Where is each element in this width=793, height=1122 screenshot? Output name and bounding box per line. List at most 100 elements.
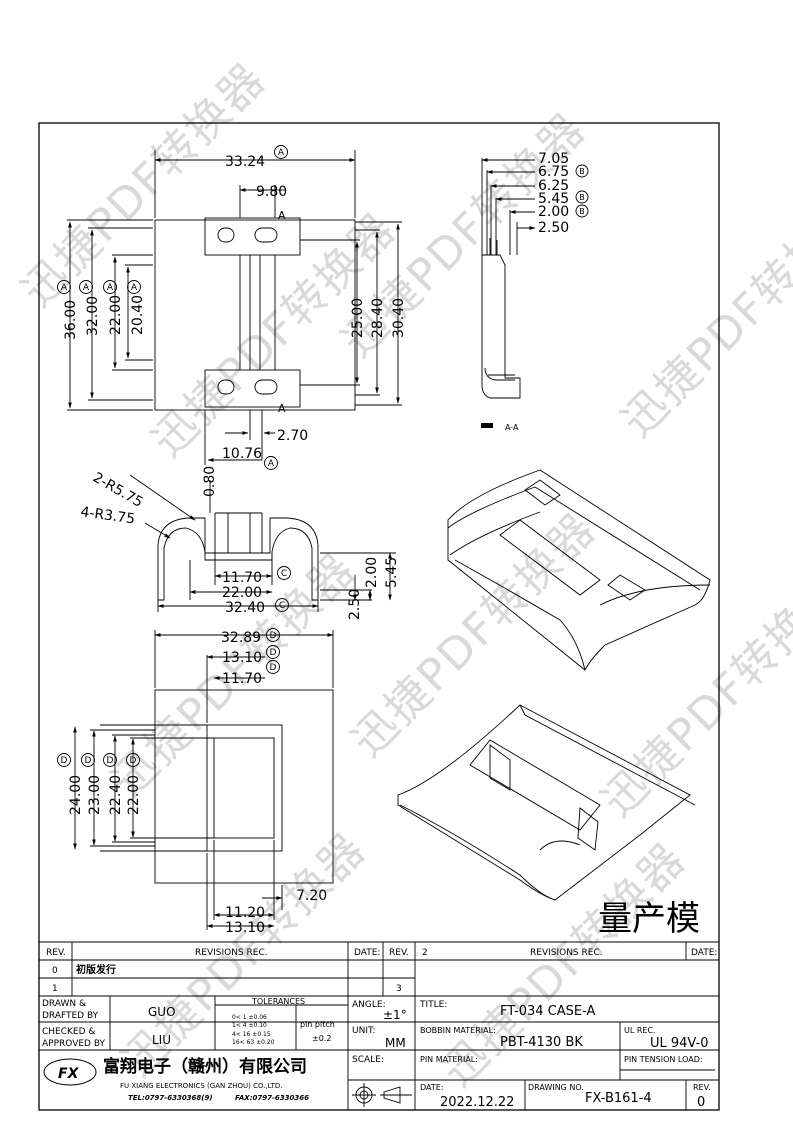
title-label: TITLE: <box>419 1000 447 1010</box>
isometric-view-bottom <box>397 704 696 901</box>
balloon-ref: D <box>270 663 277 673</box>
dim-width-c: 22.00 <box>108 295 124 335</box>
section-outline <box>481 254 521 399</box>
side-view-balloon-labels: B B B <box>579 167 585 216</box>
dim-l1: 32.89 <box>221 630 261 646</box>
rev-col-2: 2 <box>422 948 428 958</box>
company-name-cn: 富翔电子（赣州）有限公司 <box>103 1056 307 1077</box>
dim-width-d: 20.40 <box>130 295 146 335</box>
top-view-lower-tab <box>204 369 301 408</box>
dim-right-c: 30.40 <box>391 298 407 338</box>
top-view-upper-tab <box>204 217 301 256</box>
balloon-ref: A <box>83 283 90 293</box>
front-view <box>129 474 396 612</box>
rev-header: REV. <box>46 948 66 958</box>
front-view-balloons <box>275 566 291 612</box>
balloon-ref: A <box>61 283 68 293</box>
balloon-ref: D <box>107 756 114 766</box>
top-view <box>67 150 402 465</box>
bottom-view-body <box>154 689 334 884</box>
balloon-ref: A <box>107 283 114 293</box>
bottom-view-balloon-labels: D D D D D D D <box>61 631 277 766</box>
company-fax: FAX:0797-6330366 <box>235 1094 309 1102</box>
dim-d2: 6.75 <box>538 164 569 180</box>
title-block-text: REV. REVISIONS REC. DATE: REV. 2 REVISIO… <box>42 948 717 1110</box>
dim-v2: 23.00 <box>87 775 103 815</box>
balloon-ref: C <box>279 601 285 611</box>
dim-d5: 2.00 <box>538 204 569 220</box>
scale-label: SCALE: <box>352 1055 384 1065</box>
dim-h1: 2.50 <box>347 589 363 620</box>
dim-r2: 4-R3.75 <box>79 504 136 527</box>
dim-offset: 10.76 <box>222 446 262 462</box>
drawing-no-label: DRAWING NO. <box>528 1083 584 1092</box>
balloon-ref: D <box>130 756 137 766</box>
section-mark: A <box>278 209 286 222</box>
balloon-ref: D <box>61 756 68 766</box>
bottom-view-balloons <box>57 628 280 767</box>
rev-label: REV. <box>693 1083 711 1092</box>
dim-right-b: 28.40 <box>370 298 386 338</box>
top-view-balloon-labels: A A A A A A <box>61 148 285 469</box>
pin-pitch-value: ±0.2 <box>312 1034 331 1043</box>
tol-row: 16< 63 ±0.20 <box>232 1039 275 1046</box>
ul-value: UL 94V-0 <box>650 1036 709 1051</box>
date-header-2: DATE: <box>691 948 717 958</box>
balloon-ref: A <box>131 283 138 293</box>
rev-header-2: REV. <box>389 948 409 958</box>
dim-overall-length: 33.24 <box>225 154 265 170</box>
ul-label: UL REC. <box>624 1026 656 1035</box>
company-tel: TEL:0797-6330368(9) <box>128 1094 213 1102</box>
top-view-labels: 33.24 9.80 A A 2.70 10.76 36.00 32.00 22… <box>63 154 407 462</box>
balloon-ref: C <box>281 569 287 579</box>
isometric-view-top <box>447 469 711 671</box>
unit-label: UNIT: <box>352 1026 376 1036</box>
dim-right-a: 25.00 <box>350 298 366 338</box>
balloon-ref: B <box>579 167 585 176</box>
top-view-body <box>154 219 356 411</box>
date-header: DATE: <box>354 948 380 958</box>
dim-b3: 13.10 <box>225 920 265 936</box>
front-view-balloon-labels: C C <box>279 569 287 611</box>
bobbin-label: BOBBIN MATERIAL: <box>420 1026 496 1035</box>
balloon-ref: D <box>85 756 92 766</box>
front-view-labels: 11.70 22.00 32.40 0.80 2-R5.75 4-R3.75 2… <box>79 466 400 620</box>
title-block-grid <box>39 941 719 1110</box>
revisions-header-2: REVISIONS REC. <box>530 948 603 958</box>
balloon-ref: A <box>278 148 285 158</box>
pin-tension-label: PIN TENSION LOAD: <box>624 1055 703 1064</box>
date-label: DATE: <box>420 1083 444 1092</box>
dim-d4: 5.45 <box>538 191 569 207</box>
section-marker-swatch <box>481 423 493 428</box>
row0-text: 初版发行 <box>76 963 116 976</box>
dim-l2: 13.10 <box>222 650 262 666</box>
section-mark: A <box>278 402 286 415</box>
balloon-ref: D <box>270 631 277 641</box>
dim-l3: 11.70 <box>222 671 262 687</box>
company-name-en: FU XIANG ELECTRONICS (GAN ZHOU) CO.,LTD. <box>120 1082 283 1090</box>
balloon-ref: B <box>579 193 585 202</box>
dim-width-b: 32.00 <box>85 296 101 336</box>
dim-w3: 32.40 <box>225 600 265 616</box>
checked-value: LIU <box>152 1033 171 1047</box>
balloon-ref: A <box>268 459 275 469</box>
dim-b1: 7.20 <box>296 888 327 904</box>
checked-label-1: CHECKED & <box>42 1027 95 1037</box>
dim-r1: 2-R5.75 <box>90 470 146 511</box>
dim-d1: 7.05 <box>538 151 569 167</box>
pin-pitch-label: pin pitch <box>300 1020 335 1029</box>
bobbin-value: PBT-4130 BK <box>500 1035 583 1050</box>
side-section-view <box>481 158 536 399</box>
tol-row: 1< 4 ±0.10 <box>232 1022 267 1029</box>
dim-v1: 24.00 <box>68 775 84 815</box>
drawn-value: GUO <box>148 1005 176 1019</box>
angle-label: ANGLE: <box>352 1000 386 1010</box>
row1-num: 3 <box>396 984 402 994</box>
dim-tab: 2.70 <box>277 428 308 444</box>
top-view-balloons <box>57 145 288 470</box>
drawn-label-1: DRAWN & <box>42 999 86 1009</box>
title-value: FT-034 CASE-A <box>500 1004 595 1019</box>
balloon-ref: B <box>579 207 585 216</box>
